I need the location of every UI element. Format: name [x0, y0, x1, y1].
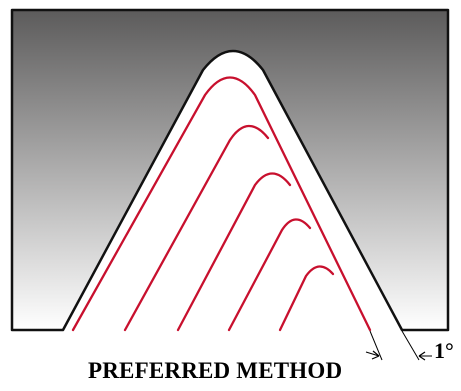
angle-indicator — [365, 330, 432, 361]
arrowhead-right — [418, 351, 426, 361]
caption-title: PREFERRED METHOD — [88, 358, 343, 383]
cut-pass-5 — [278, 265, 335, 332]
cut-pass-4 — [227, 218, 312, 332]
angle-guide-left — [369, 330, 383, 361]
cut-pass-1 — [71, 76, 372, 332]
cut-pass-3 — [176, 172, 292, 332]
material-block — [10, 8, 450, 332]
cut-pass-lines — [71, 76, 372, 332]
cut-pass-2 — [123, 124, 270, 332]
arrow-left — [365, 351, 380, 357]
angle-label: 1° — [434, 338, 454, 363]
arrowhead-left — [371, 350, 380, 360]
angle-guide-right — [401, 330, 420, 361]
